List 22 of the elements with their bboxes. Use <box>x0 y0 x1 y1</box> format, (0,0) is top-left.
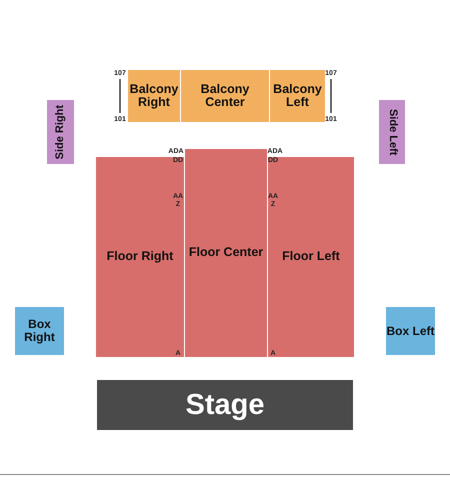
section-label: Box Right <box>23 318 56 344</box>
seating-section <box>181 70 269 122</box>
seating-section <box>185 149 267 357</box>
seating-section <box>268 157 354 357</box>
section-label: Balcony Center <box>200 82 250 110</box>
seating-section <box>128 70 180 122</box>
seating-section <box>270 70 325 122</box>
section-label: Side Left <box>386 108 398 156</box>
seating-section <box>96 157 184 357</box>
section-label: Box Left <box>386 324 434 338</box>
section-label: Balcony Left <box>272 82 323 110</box>
section-label: Floor Right <box>106 250 174 264</box>
section-label: Side Right <box>54 104 66 160</box>
seating-section <box>386 307 435 355</box>
seating-section <box>47 100 74 164</box>
stage-block <box>97 380 353 430</box>
section-label: Balcony Right <box>128 82 180 110</box>
section-label: Floor Center <box>188 246 264 260</box>
seating-section <box>15 307 64 355</box>
section-label: Floor Left <box>282 250 340 264</box>
seating-section <box>379 100 405 164</box>
section-label: Stage <box>186 390 264 420</box>
